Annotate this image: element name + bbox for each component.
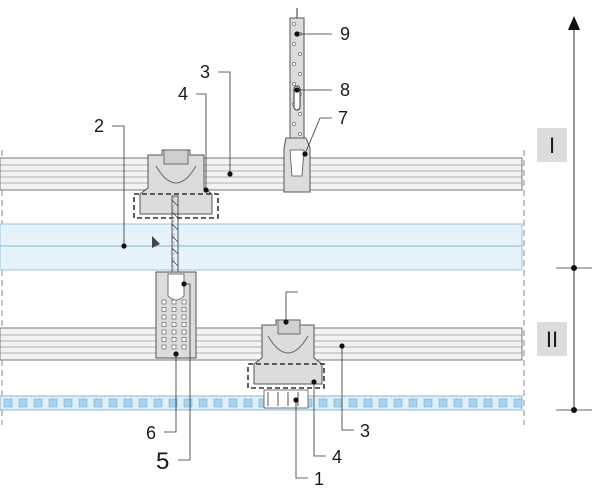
channel-clip-lower-icon bbox=[247, 319, 325, 409]
callout-4-bottom: 4 bbox=[332, 447, 342, 467]
callout-5: 5 bbox=[156, 448, 169, 475]
callout-1: 1 bbox=[314, 469, 324, 489]
callout-8: 8 bbox=[340, 80, 350, 100]
upper-channel bbox=[0, 157, 523, 191]
level-axis bbox=[556, 16, 592, 413]
perforated-panel bbox=[0, 395, 523, 411]
lower-channel bbox=[0, 327, 523, 361]
callout-3-top: 3 bbox=[200, 62, 210, 82]
callout-7: 7 bbox=[338, 108, 348, 128]
screw-icon bbox=[152, 195, 179, 275]
level-label-upper: I bbox=[549, 133, 555, 158]
channel-clip-icon bbox=[133, 149, 219, 219]
callout-2: 2 bbox=[94, 116, 104, 136]
hanger-icon bbox=[283, 8, 311, 193]
level-label-lower: II bbox=[546, 327, 558, 352]
hanger-bracket-lower bbox=[155, 271, 197, 359]
callout-3-bottom: 3 bbox=[360, 421, 370, 441]
arrow-up-icon bbox=[568, 16, 580, 30]
callout-9: 9 bbox=[340, 24, 350, 44]
level-badge-upper: I bbox=[537, 128, 567, 162]
level-badge-lower: II bbox=[537, 322, 567, 356]
board-layer bbox=[0, 223, 523, 271]
clip-leader-top-lower bbox=[285, 291, 298, 322]
callout-4-top: 4 bbox=[178, 84, 188, 104]
callout-6: 6 bbox=[146, 423, 156, 443]
